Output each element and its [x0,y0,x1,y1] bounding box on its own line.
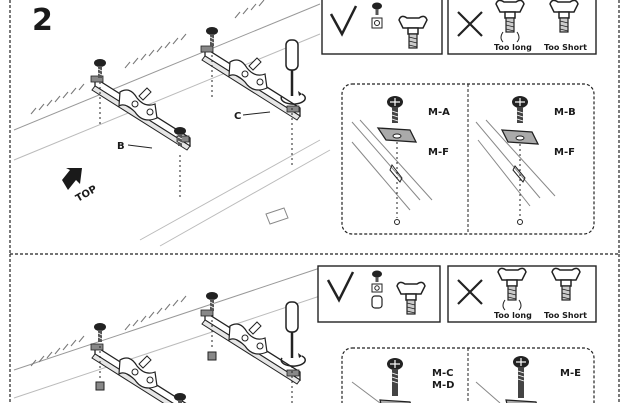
checkmark-icon [326,271,355,303]
top-assembly-view: B C TOP [13,0,331,247]
detail-right-screw-label: M-E [560,368,581,379]
correct-length-box [317,265,441,323]
bottom-assembly-view [13,267,321,403]
screwdriver-icon [280,39,306,105]
label-b: B [117,141,125,152]
too-long-label: Too long [494,43,532,52]
detail-left-screw-a-label: M-C [432,368,453,379]
cross-icon [457,279,483,305]
correct-length-box [321,0,443,55]
cross-icon [457,11,483,37]
top-label: TOP [74,184,99,205]
label-c: C [234,111,241,122]
detail-left-screw-b-label: M-D [432,380,454,391]
checkmark-icon [329,5,358,37]
screwdriver-icon [280,301,306,367]
step-number: 2 [32,3,53,38]
too-short-label: Too Short [544,311,587,320]
detail-left-screw-label: M-A [428,107,450,118]
detail-left-plate-label: M-F [428,147,449,158]
too-short-label: Too Short [544,43,587,52]
hardware-detail-box: M-C M-D M-E [341,347,595,403]
top-direction-arrow: TOP [62,168,99,205]
too-long-label: Too long [494,311,532,320]
incorrect-length-box: Too long Too Short [447,265,597,323]
detail-right-screw-label: M-B [554,107,576,118]
incorrect-length-box: Too long Too Short [447,0,597,55]
detail-right-plate-label: M-F [554,147,575,158]
hardware-detail-box: M-A M-F M-B M-F [341,83,595,235]
